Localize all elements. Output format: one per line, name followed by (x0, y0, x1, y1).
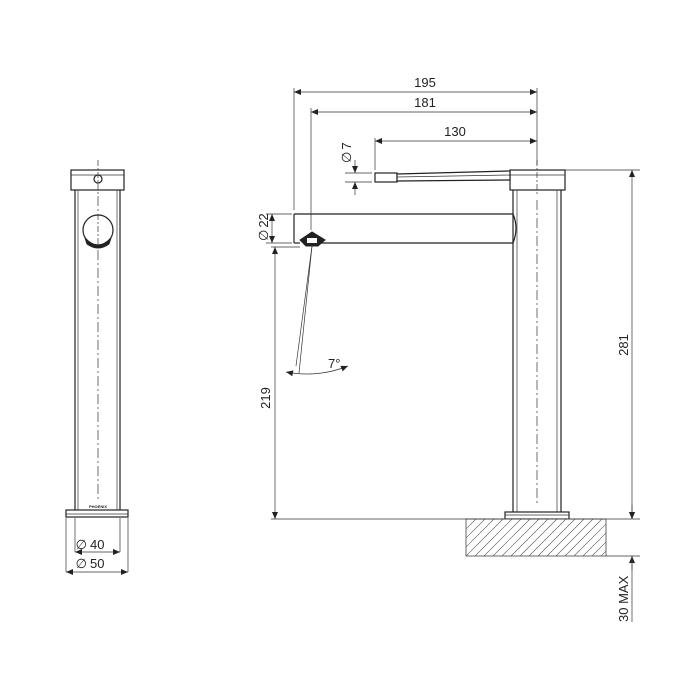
hatch-line (492, 519, 531, 556)
hatch-line (519, 519, 558, 556)
hatch-line (600, 550, 606, 556)
body-diameter-symbol: ∅ (76, 537, 87, 552)
spout (293, 213, 517, 247)
hatch-line (610, 519, 647, 556)
hatch-line (501, 519, 540, 556)
hatch-line (537, 519, 576, 556)
spout-diameter-value: 22 (256, 213, 271, 227)
hatch-line (466, 519, 468, 521)
mounting-max-value: 30 MAX (616, 575, 631, 622)
hatch-line (466, 519, 477, 530)
front-handle-knob (82, 214, 114, 249)
spray-angle-value: 7° (328, 356, 340, 371)
handle-diameter-label: ∅7 (339, 142, 354, 163)
spout-length-value: 181 (414, 95, 436, 110)
base-diameter-symbol: ∅ (76, 556, 87, 571)
overall-length-value: 195 (414, 75, 436, 90)
side-base-flange (504, 511, 570, 520)
hatch-line (555, 519, 594, 556)
body-diameter-value: 40 (90, 537, 104, 552)
hatch-line (466, 519, 495, 548)
hatch-line (619, 519, 656, 556)
front-view: PHOENIX ∅ 40 ∅ 50 (65, 160, 129, 575)
handle-lever (374, 170, 511, 183)
side-view: 7° 195 181 130 ∅7 (256, 75, 656, 622)
hatch-line (483, 519, 522, 556)
hatch-line (546, 519, 585, 556)
hatch-line (466, 519, 504, 556)
overall-height-value: 281 (616, 334, 631, 356)
side-body-cap (509, 169, 566, 191)
base-diameter-value: 50 (90, 556, 104, 571)
spout-diameter-label: ∅ 22 (256, 213, 271, 241)
hatch-line (591, 541, 606, 556)
brand-mark: PHOENIX (89, 504, 107, 509)
hatch-line (466, 519, 486, 539)
spray-line-vertical (298, 245, 313, 374)
hatch-line (474, 519, 513, 556)
spout-diameter-symbol: ∅ (256, 230, 271, 241)
outlet-height-value: 219 (258, 387, 273, 409)
front-base-flange (65, 509, 129, 518)
hatch-line (573, 523, 606, 556)
spray-angle-arc (285, 365, 349, 377)
hatch-line (564, 519, 603, 556)
hatch-line (582, 532, 606, 556)
handle-diameter-symbol: ∅ (339, 152, 354, 163)
hatch-line (528, 519, 567, 556)
hatch-line (510, 519, 549, 556)
handle-length-value: 130 (444, 124, 466, 139)
counter-section (465, 518, 656, 557)
handle-diameter-value: 7 (339, 142, 354, 149)
